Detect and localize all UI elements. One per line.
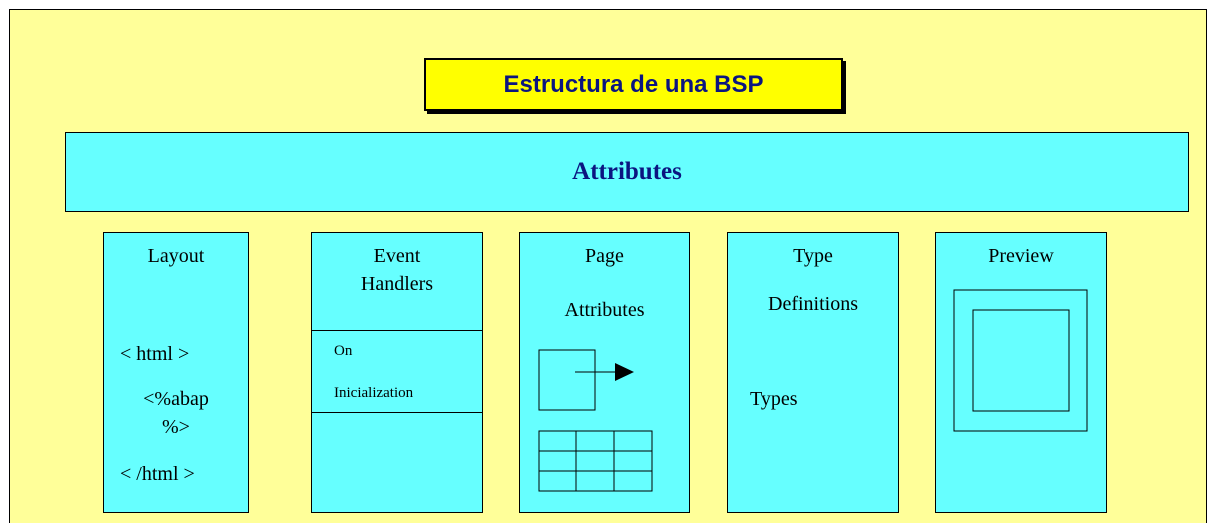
handler-label-line-1: On <box>334 343 353 359</box>
layout-heading: Layout <box>147 245 205 267</box>
type-definitions-heading-line-1: Type <box>793 245 833 267</box>
layout-code-line-2: <%abap <box>143 388 209 410</box>
page-attributes-graphics <box>538 349 653 492</box>
page-attributes-heading-line-1: Page <box>585 245 624 267</box>
page-attributes-heading-line-2: Attributes <box>564 299 645 321</box>
preview-inner-frame-icon <box>972 309 1070 412</box>
event-handlers-heading-line-1: Event <box>373 245 421 267</box>
type-definitions-box: Type Definitions Types <box>727 232 899 513</box>
handler-label-line-2: Inicialization <box>334 385 414 401</box>
preview-outer-frame-icon <box>953 289 1088 432</box>
event-handlers-box: Event Handlers On Inicialization <box>311 232 483 513</box>
page-attributes-box: Page Attributes <box>519 232 690 513</box>
event-handlers-heading-line-2: Handlers <box>360 273 434 295</box>
type-definitions-heading-line-2: Definitions <box>768 293 858 315</box>
preview-heading: Preview <box>988 245 1054 267</box>
table-grid-icon <box>538 430 653 492</box>
object-square-icon <box>538 349 596 411</box>
arrow-head-icon <box>615 363 634 381</box>
attributes-bar: Attributes <box>65 132 1189 212</box>
layout-code-line-1: < html > <box>120 343 190 365</box>
types-label: Types <box>750 388 798 410</box>
diagram-title: Estructura de una BSP <box>424 58 843 111</box>
on-initialization-box: On Inicialization <box>311 330 483 413</box>
preview-box: Preview <box>935 232 1107 513</box>
diagram-canvas: Estructura de una BSP Attributes Layout … <box>9 9 1207 523</box>
layout-code-line-3: %> <box>162 416 190 438</box>
layout-box: Layout < html > <%abap %> < /html > <box>103 232 249 513</box>
layout-code-line-4: < /html > <box>120 463 195 485</box>
preview-graphics <box>953 289 1088 432</box>
